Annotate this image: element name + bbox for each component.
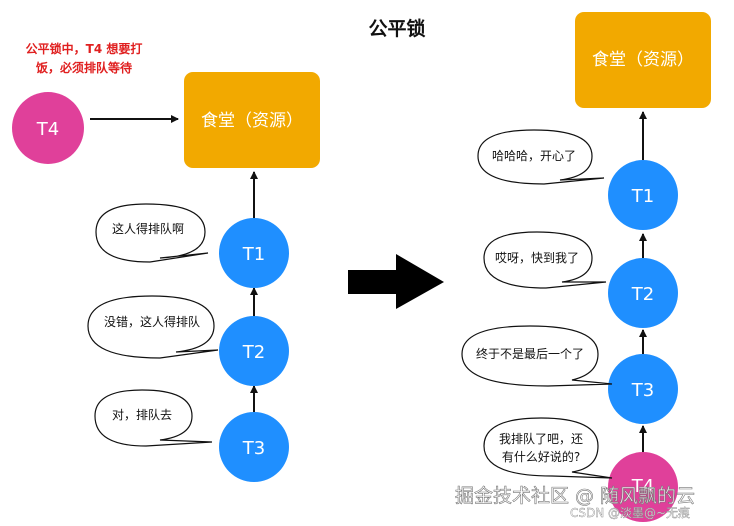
left-t4-label: T4	[36, 119, 59, 140]
left-resource-label: 食堂（资源）	[201, 111, 303, 131]
right-t3-bubble-text: 终于不是最后一个了	[476, 346, 584, 361]
left-t1-label: T1	[242, 244, 265, 265]
right-t2-bubble-text: 哎呀，快到我了	[495, 251, 579, 265]
right-t3-node	[608, 354, 678, 424]
right-t2-bubble	[483, 231, 607, 289]
right-t1-bubble-text: 哈哈哈，开心了	[492, 149, 576, 163]
right-t3-bubble	[461, 325, 613, 387]
right-t4-bubble-text-2: 有什么好说的?	[502, 449, 580, 464]
right-t4-node	[608, 452, 678, 522]
watermark-sub: CSDN @淡墨@~无痕	[570, 505, 690, 520]
right-panel: 食堂（资源） T1 T2 T3 T4 哈哈哈，开心了 哎呀，快到我了 终于不是最…	[461, 12, 711, 522]
right-resource-box	[575, 12, 711, 108]
left-t1-bubble	[95, 203, 209, 263]
right-t1-node	[608, 160, 678, 230]
left-t3-node	[219, 412, 289, 482]
left-t4-node	[12, 92, 84, 164]
right-t4-bubble-text-1: 我排队了吧，还	[499, 431, 583, 446]
right-t1-bubble	[477, 129, 605, 185]
note-line-1: 公平锁中，T4 想要打	[26, 41, 143, 56]
note-line-2: 饭，必须排队等待	[35, 60, 132, 75]
left-t2-label: T2	[242, 342, 265, 363]
right-t3-label: T3	[631, 380, 654, 401]
right-resource-label: 食堂（资源）	[592, 50, 694, 70]
left-t3-label: T3	[242, 438, 265, 459]
left-resource-box	[184, 72, 320, 168]
right-t2-node	[608, 258, 678, 328]
left-t3-bubble-text: 对，排队去	[112, 407, 172, 422]
transition-arrow	[348, 254, 444, 309]
left-t2-node	[219, 316, 289, 386]
left-panel: T4 食堂（资源） T1 T2 T3 这人得排队啊 没错，这人得排队 对，排队去	[12, 72, 320, 482]
right-t2-label: T2	[631, 284, 654, 305]
watermark-main: 掘金技术社区 @ 随风飘的云	[455, 485, 695, 507]
right-t4-label: T4	[631, 476, 654, 497]
diagram-title: 公平锁	[368, 17, 425, 40]
left-t2-bubble-text: 没错，这人得排队	[104, 314, 200, 329]
right-t1-label: T1	[631, 186, 654, 207]
right-t4-bubble	[483, 417, 613, 479]
left-t3-bubble	[94, 389, 213, 447]
left-t1-bubble-text: 这人得排队啊	[112, 221, 184, 236]
left-t1-node	[219, 218, 289, 288]
left-t2-bubble	[87, 295, 219, 359]
